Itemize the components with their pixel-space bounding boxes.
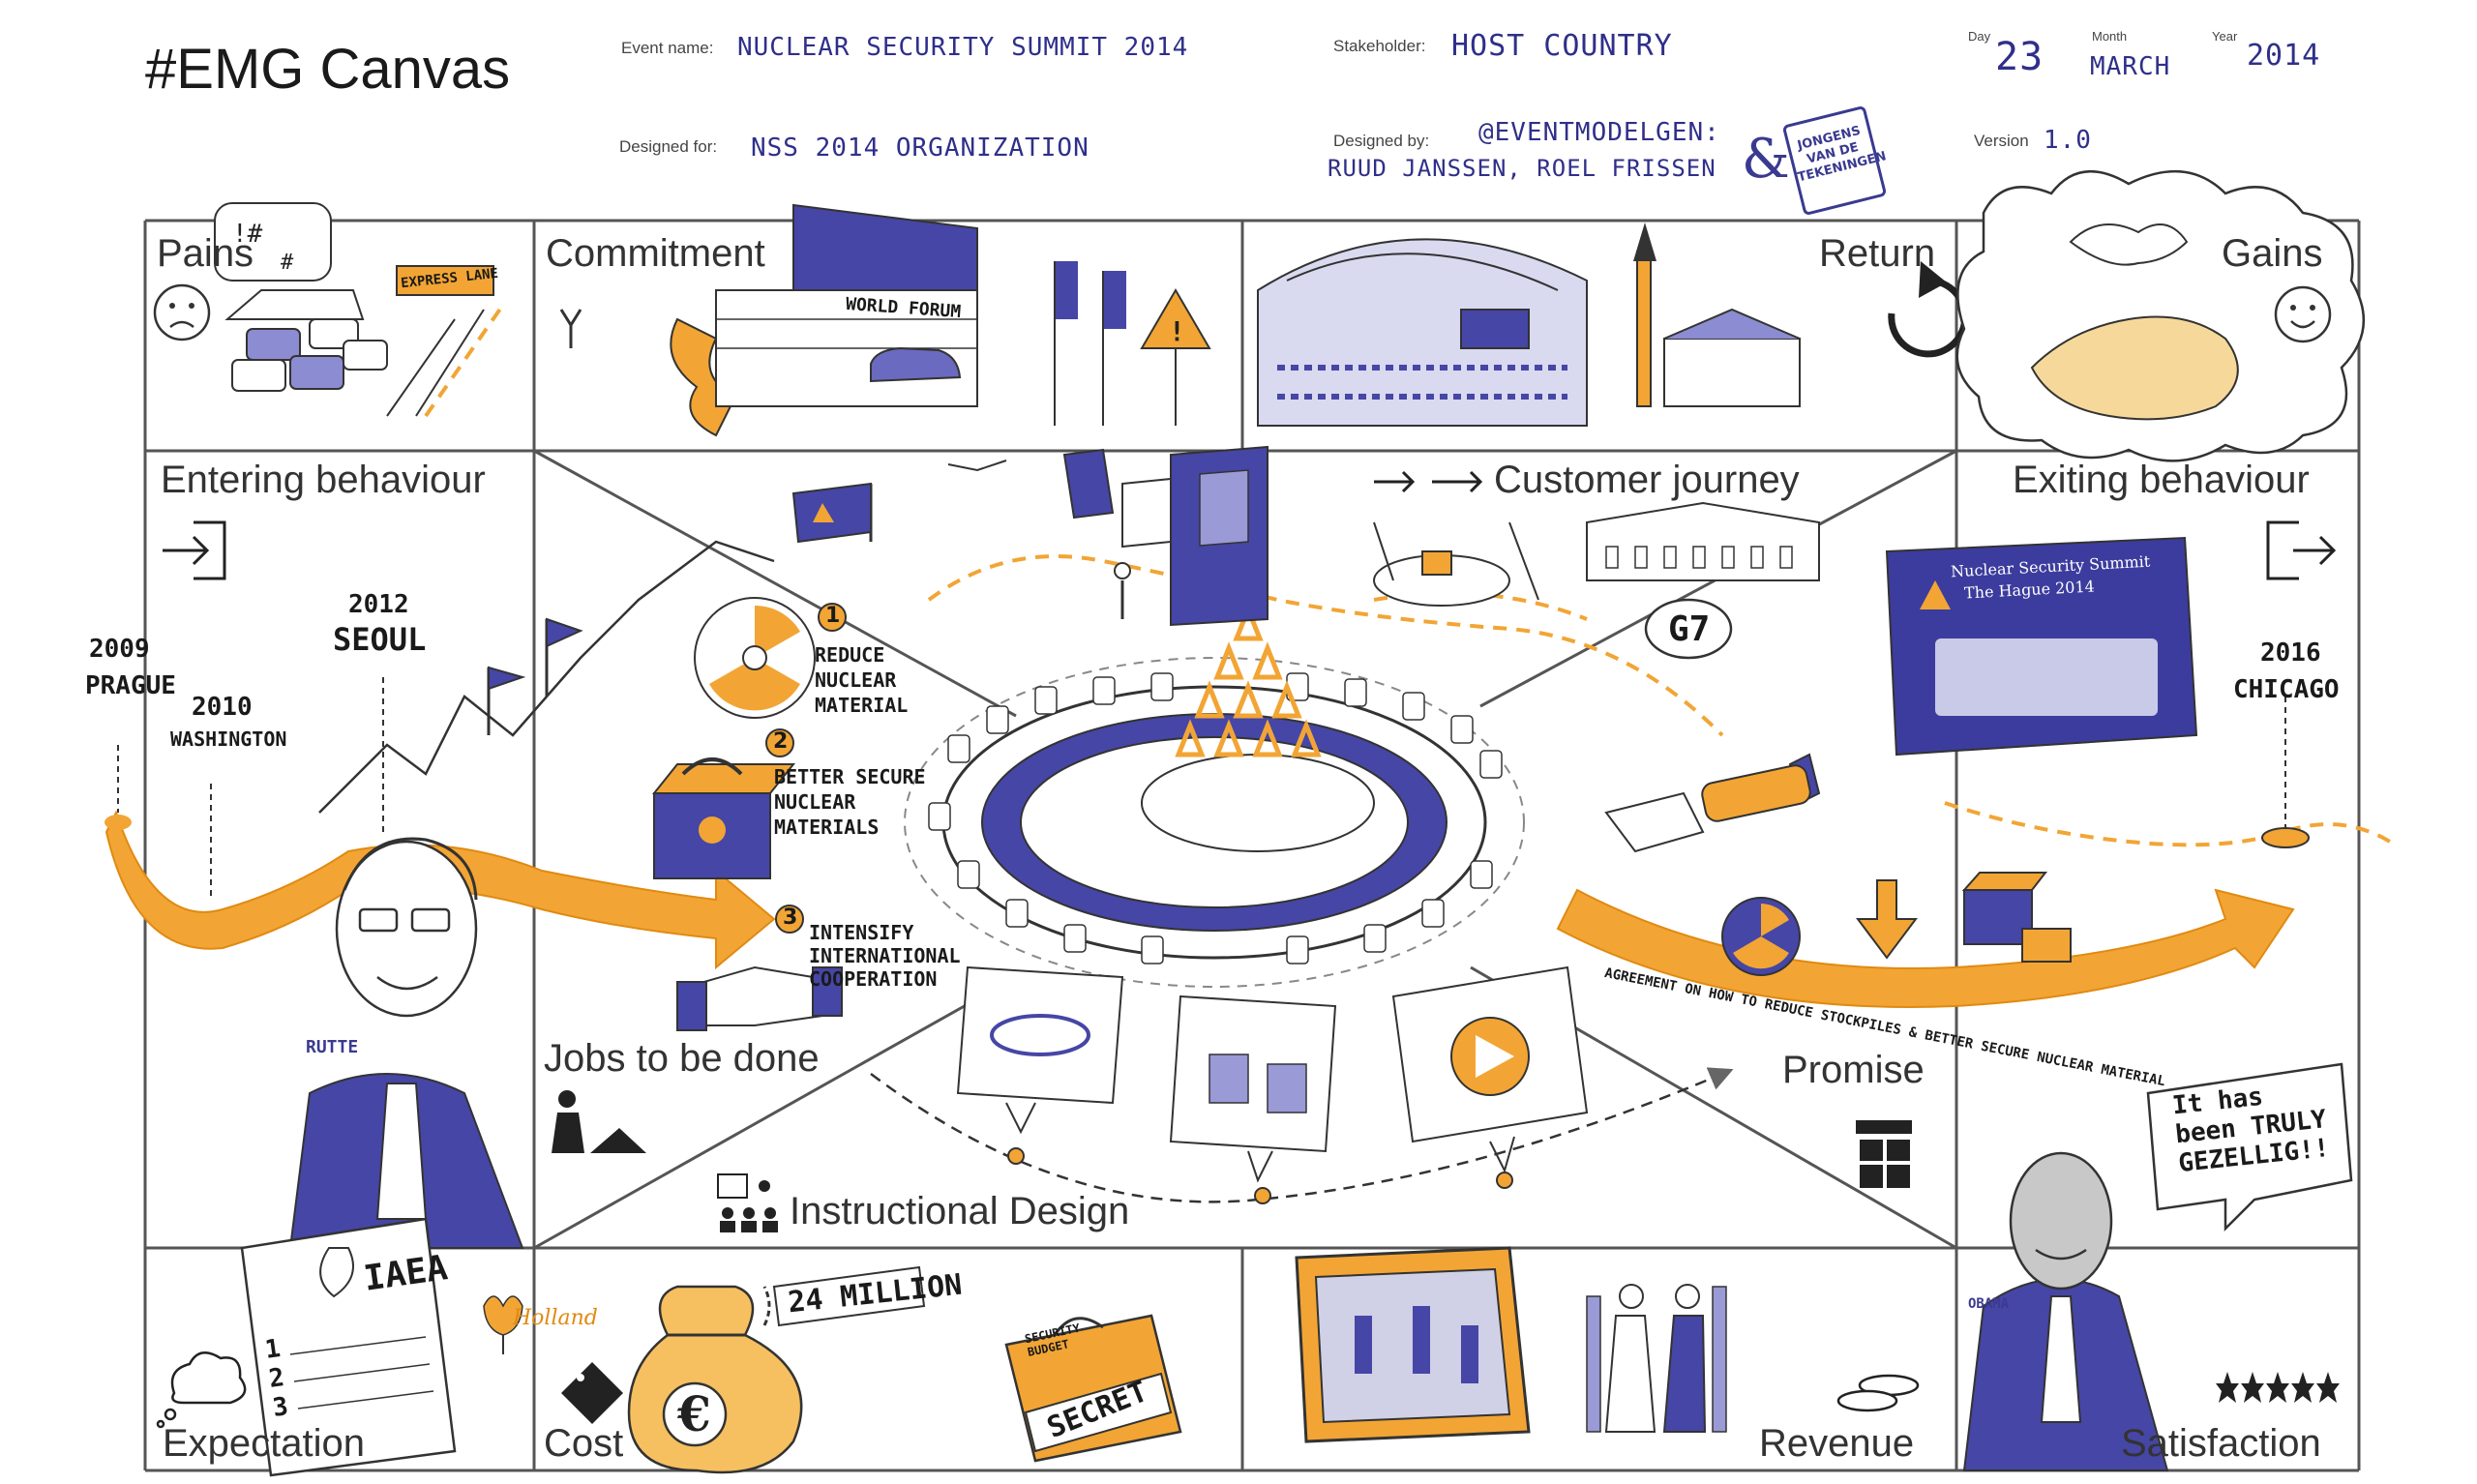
rutte-label: RUTTE: [306, 1037, 359, 1057]
cloud-thought-icon: [156, 1351, 247, 1429]
event-name-label: Event name:: [621, 39, 714, 57]
gains-cloud-drawing: [1955, 169, 2366, 462]
cell-commitment: Commitment: [546, 232, 765, 275]
designed-by-label: Designed by:: [1333, 132, 1430, 150]
rutte-figure-drawing: [288, 837, 524, 1249]
tulip-icon: [483, 1295, 523, 1354]
obama-figure-drawing: [1962, 1062, 2353, 1471]
worker-icon: [552, 1090, 646, 1153]
pains-traffic-drawing: !# #: [153, 202, 505, 418]
washington-year: 2010: [192, 693, 253, 722]
journey-band-right: [1556, 697, 2310, 1008]
goal-2-number: 2: [773, 729, 789, 754]
g7-building-drawing: [1586, 501, 1820, 660]
cell-promise: Promise: [1782, 1049, 1925, 1091]
cell-satisfaction: Satisfaction: [2121, 1422, 2321, 1465]
iaea-document-drawing: [240, 1217, 457, 1477]
journey-band-left: [104, 677, 776, 970]
radiation-icon: [694, 597, 816, 719]
price-tag-icon: [561, 1362, 623, 1424]
goal-1-text: REDUCE NUCLEAR MATERIAL: [815, 643, 909, 717]
prague-year: 2009: [89, 635, 150, 664]
cell-revenue: Revenue: [1759, 1422, 1915, 1465]
chicago-label: CHICAGO: [2233, 675, 2340, 704]
cell-jobs-to-be-done: Jobs to be done: [544, 1037, 820, 1080]
goal-1-number: 1: [825, 604, 841, 628]
year-value: 2014: [2247, 39, 2321, 73]
designed-for-label: Designed for:: [619, 137, 718, 156]
stakeholder-label: Stakeholder:: [1333, 37, 1426, 55]
flag-drawing-1: [487, 482, 873, 735]
day-label: Day: [1968, 29, 1991, 44]
seoul-label: SEOUL: [333, 621, 427, 658]
year-label: Year: [2212, 29, 2238, 44]
cell-gains: Gains: [2222, 232, 2323, 275]
g7-label: G7: [1668, 609, 1711, 649]
designed-by-line1: @EVENTMODELGEN:: [1478, 118, 1720, 147]
cell-expectation: Expectation: [163, 1422, 366, 1465]
baton-handover-drawing: [1604, 753, 1821, 853]
cell-customer-journey: Customer journey: [1494, 459, 1800, 501]
chicago-year: 2016: [2260, 638, 2321, 668]
revenue-painting-drawing: [1295, 1246, 1727, 1443]
round-table-drawing: [904, 603, 1525, 988]
stakeholder-value: HOST COUNTRY: [1451, 29, 1673, 63]
obama-label: OBAMA: [1968, 1296, 2010, 1312]
version-value: 1.0: [2044, 126, 2092, 155]
rating-stars-icon: [2216, 1372, 2340, 1403]
customer-journey-arrow-icon: [1374, 470, 1483, 493]
instructional-panels: [870, 965, 1734, 1204]
goal-2-text: BETTER SECURE NUCLEAR MATERIALS: [774, 765, 926, 839]
designed-by-line2: RUUD JANSSEN, ROEL FRISSEN: [1328, 155, 1716, 182]
event-name-value: NUCLEAR SECURITY SUMMIT 2014: [737, 33, 1189, 62]
prague-label: PRAGUE: [85, 671, 176, 700]
delegation-drawing: [947, 445, 1539, 627]
month-label: Month: [2092, 29, 2128, 44]
cell-entering-behaviour: Entering behaviour: [161, 459, 486, 501]
speech-bubble-text: It has been TRULY GEZELLIG!!: [2170, 1082, 2331, 1179]
cell-instructional-design: Instructional Design: [790, 1190, 1130, 1232]
secret-briefcase-drawing: [1004, 1314, 1182, 1463]
euro-sign: €: [677, 1385, 711, 1442]
classroom-icon: [717, 1173, 778, 1232]
mountain-path-drawing: [318, 540, 775, 814]
page-title: #EMG Canvas: [145, 38, 511, 101]
goal-badges: [765, 603, 847, 934]
svg-text:#: #: [281, 251, 294, 275]
handshake-icon: [676, 965, 843, 1031]
secure-box-icon: [651, 757, 796, 879]
washington-label: WASHINGTON: [170, 727, 287, 751]
cell-pains: Pains: [157, 232, 254, 275]
exit-icon: [2266, 520, 2337, 580]
svg-text:!: !: [1169, 315, 1185, 347]
svg-text:!#: !#: [232, 220, 263, 249]
version-label: Version: [1974, 132, 2029, 150]
coins-icon: [1836, 1374, 1920, 1412]
cell-return: Return: [1819, 232, 1936, 275]
ampersand-glyph: &: [1742, 128, 1790, 191]
gift-icon: [1856, 1120, 1912, 1188]
enter-icon: [163, 520, 226, 580]
summit-screen-drawing: [1885, 536, 2198, 757]
goal-3-text: INTENSIFY INTERNATIONAL COOPERATION: [809, 921, 961, 991]
cell-exiting-behaviour: Exiting behaviour: [2013, 459, 2310, 501]
commitment-world-forum-drawing: !: [559, 203, 1211, 437]
money-bag-drawing: [627, 1265, 926, 1474]
goal-3-number: 3: [783, 905, 798, 930]
designed-for-value: NSS 2014 ORGANIZATION: [751, 134, 1089, 163]
seoul-year: 2012: [348, 590, 409, 619]
cell-cost: Cost: [544, 1422, 624, 1465]
month-value: MARCH: [2090, 52, 2171, 81]
day-value: 23: [1995, 35, 2044, 79]
holland-label: Holland: [513, 1306, 598, 1330]
return-venue-drawing: [1257, 223, 1969, 427]
